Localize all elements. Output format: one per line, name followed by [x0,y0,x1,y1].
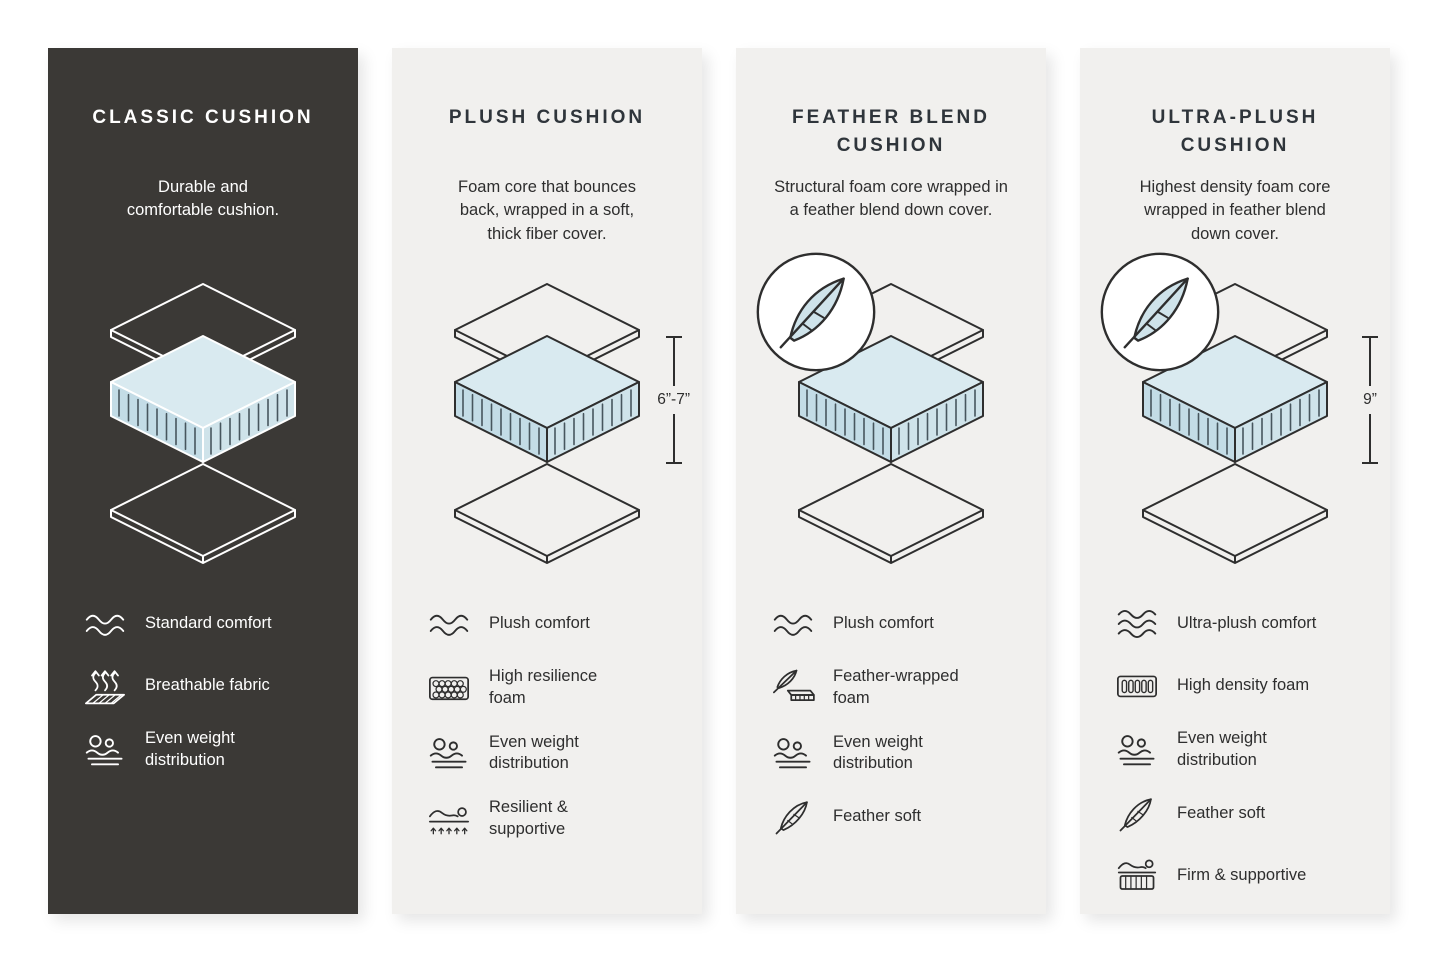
feather-icon [1112,794,1162,834]
high-density-foam-icon [1112,666,1162,706]
measure-line [672,338,675,386]
feature-label: Even weight distribution [833,732,923,773]
cushion-diagram [74,278,332,578]
waves-icon [768,604,818,644]
feature-row: Feather soft [1112,794,1364,834]
panel-plush-cushion: PLUSH CUSHION Foam core that bounces bac… [392,48,702,914]
height-measurement-label: 9” [1363,391,1377,408]
even-weight-icon [768,733,818,773]
height-measurement-label: 6”-7” [657,391,690,408]
feather-badge-icon [756,252,876,372]
feature-list: Ultra-plush comfort High density foam Ev… [1106,604,1364,896]
panel-title: ULTRA-PLUSH CUSHION [1151,107,1319,156]
feature-label: Plush comfort [489,614,590,633]
measure-cap [1362,462,1378,464]
feature-list: Plush comfort High resilience foam Even … [418,604,676,841]
feature-label: High density foam [1177,676,1310,695]
panel-title: PLUSH CUSHION [448,107,646,128]
resilient-supportive-icon [424,799,474,839]
feature-row: Plush comfort [768,604,1020,644]
cushion-diagram: 6”-7” [418,278,690,578]
measure-cap [1362,336,1378,338]
feature-row: Breathable fabric [80,666,332,706]
feature-row: Feather soft [768,797,1020,837]
panel-classic-cushion: CLASSIC CUSHION Durable and comfortable … [48,48,358,914]
feature-row: Firm & supportive [1112,856,1364,896]
waves-icon [80,604,130,644]
feature-label: Breathable fabric [145,676,270,695]
measure-cap [665,336,682,338]
panel-title: CLASSIC CUSHION [92,107,314,128]
feature-row: Ultra-plush comfort [1112,604,1364,644]
cushion-diagram [756,252,1020,578]
feature-list: Plush comfort Feather-wrapped foam Even … [762,604,1020,837]
feather-badge-icon [1100,252,1220,372]
even-weight-icon [424,733,474,773]
feature-label: Resilient & supportive [489,798,568,838]
feature-label: Feather soft [1177,803,1266,822]
feature-label: Standard comfort [145,614,272,633]
feature-row: Feather-wrapped foam [768,666,1020,710]
waves-icon [424,604,474,644]
even-weight-icon [80,730,130,770]
panel-description: Structural foam core wrapped in a feathe… [774,178,1008,220]
feature-label: High resilience foam [489,667,598,707]
measure-line [672,414,675,462]
feature-label: Feather-wrapped foam [833,667,959,707]
panel-description: Highest density foam core wrapped in fea… [1139,178,1331,243]
panel-feather-blend-cushion: FEATHER BLEND CUSHION Structural foam co… [736,48,1046,914]
height-measurement: 6”-7” [657,336,690,464]
feature-row: High density foam [1112,666,1364,706]
feature-label: Ultra-plush comfort [1177,614,1317,633]
feature-row: Even weight distribution [80,728,332,772]
waves-3-icon [1112,604,1162,644]
feature-row: Standard comfort [80,604,332,644]
breathable-fabric-icon [80,666,130,706]
measure-cap [665,462,682,464]
feature-label: Even weight distribution [145,729,235,769]
even-weight-icon [1112,730,1162,770]
feature-row: Even weight distribution [768,732,1020,776]
cushion-layers-illustration [110,283,296,564]
feather-wrapped-foam-icon [768,668,818,708]
feature-label: Even weight distribution [489,732,579,773]
measure-line [1369,338,1371,386]
cushion-layers-illustration [1142,283,1328,564]
panel-description: Foam core that bounces back, wrapped in … [458,178,636,243]
cushion-layers-illustration [454,283,640,564]
feature-list: Standard comfort Breathable fabric Even … [74,604,332,772]
firm-supportive-icon [1112,856,1162,896]
panel-description: Durable and comfortable cushion. [126,178,280,220]
feature-row: Resilient & supportive [424,797,676,841]
feature-row: Even weight distribution [424,732,676,776]
panel-title: FEATHER BLEND CUSHION [791,107,991,156]
panel-ultra-plush-cushion: ULTRA-PLUSH CUSHION Highest density foam… [1080,48,1390,914]
feather-icon [768,797,818,837]
feature-label: Even weight distribution [1177,729,1267,769]
feature-row: Even weight distribution [1112,728,1364,772]
feature-row: Plush comfort [424,604,676,644]
feature-label: Firm & supportive [1177,865,1307,884]
feature-label: Feather soft [833,807,922,826]
height-measurement: 9” [1362,336,1378,464]
cushion-diagram: 9” [1100,252,1378,578]
honeycomb-foam-icon [424,668,474,708]
feature-label: Plush comfort [833,614,934,633]
feature-row: High resilience foam [424,666,676,710]
measure-line [1369,414,1371,462]
